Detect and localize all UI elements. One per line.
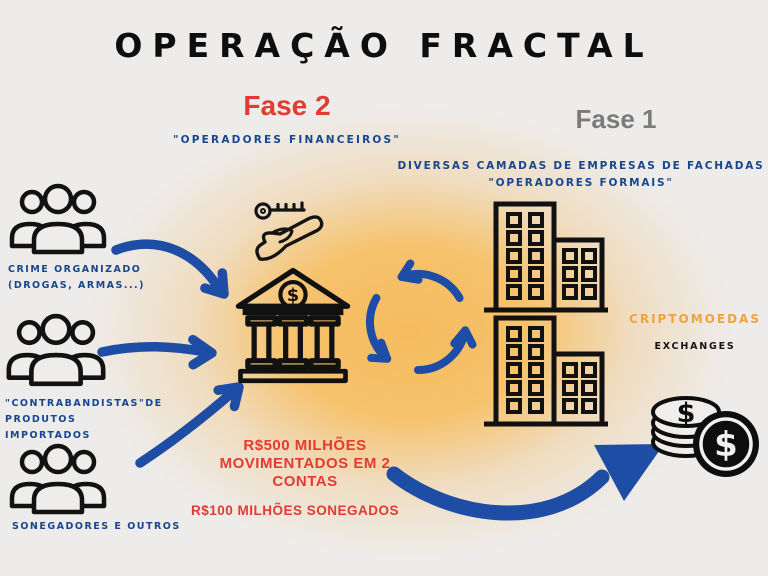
source-label-crime: CRIME ORGANIZADO (DROGAS, ARMAS...) bbox=[8, 262, 188, 294]
people-group-icon bbox=[9, 183, 107, 255]
coins-icon: $ $ bbox=[651, 396, 759, 477]
source-contrabandistas-line2: IMPORTADOS bbox=[5, 430, 91, 441]
coin-dollar-glyph: $ bbox=[714, 425, 738, 465]
cycle-arrows-icon bbox=[366, 259, 477, 374]
phase1-line1: DIVERSAS CAMADAS DE EMPRESAS DE FACHADAS bbox=[397, 160, 765, 172]
buildings-icon bbox=[484, 315, 608, 427]
phase1-label: Fase 1 bbox=[575, 104, 657, 134]
amount-moved: R$500 MILHÕES MOVIMENTADOS EM 2 CONTAS bbox=[200, 437, 410, 491]
amount-moved-line2: MOVIMENTADOS EM 2 bbox=[219, 455, 391, 472]
coin-stack-dollar-glyph: $ bbox=[677, 398, 696, 429]
source-label-contrabandistas: "CONTRABANDISTAS"DE PRODUTOS IMPORTADOS bbox=[5, 396, 237, 444]
people-group-icon bbox=[6, 313, 106, 387]
crypto-subtitle: EXCHANGES bbox=[654, 341, 736, 352]
source-crime-line1: CRIME ORGANIZADO bbox=[8, 264, 142, 275]
arrow-to-crypto-icon bbox=[386, 444, 664, 521]
arrow-contrabandistas-to-bank-icon bbox=[97, 334, 217, 370]
bank-icon: $ bbox=[235, 267, 351, 384]
buildings-icon bbox=[484, 201, 608, 313]
arrow-sonegadores-to-bank-icon bbox=[135, 382, 244, 468]
people-group-icon bbox=[9, 443, 107, 515]
source-contrabandistas-line1: "CONTRABANDISTAS"DE PRODUTOS bbox=[5, 398, 163, 425]
phase1-description: DIVERSAS CAMADAS DE EMPRESAS DE FACHADAS… bbox=[396, 158, 766, 192]
amount-moved-line1: R$500 MILHÕES bbox=[243, 437, 367, 454]
key-in-hand-icon bbox=[254, 201, 324, 261]
source-label-sonegadores: SONEGADORES E OUTROS bbox=[12, 519, 232, 535]
page-title: OPERAÇÃO FRACTAL bbox=[114, 26, 654, 65]
amount-moved-line3: CONTAS bbox=[272, 473, 338, 490]
arrow-crime-to-bank-icon bbox=[111, 239, 229, 299]
bank-dollar-glyph: $ bbox=[287, 285, 299, 306]
source-sonegadores-line1: SONEGADORES E OUTROS bbox=[12, 521, 181, 532]
phase2-label: Fase 2 bbox=[243, 90, 331, 121]
phase2-subtitle: "OPERADORES FINANCEIROS" bbox=[172, 134, 401, 146]
source-crime-line2: (DROGAS, ARMAS...) bbox=[8, 280, 146, 291]
amount-evaded: R$100 MILHÕES SONEGADOS bbox=[190, 503, 400, 518]
crypto-title: CRIPTOMOEDAS bbox=[629, 312, 761, 326]
phase1-line2: "OPERADORES FORMAIS" bbox=[488, 177, 674, 189]
